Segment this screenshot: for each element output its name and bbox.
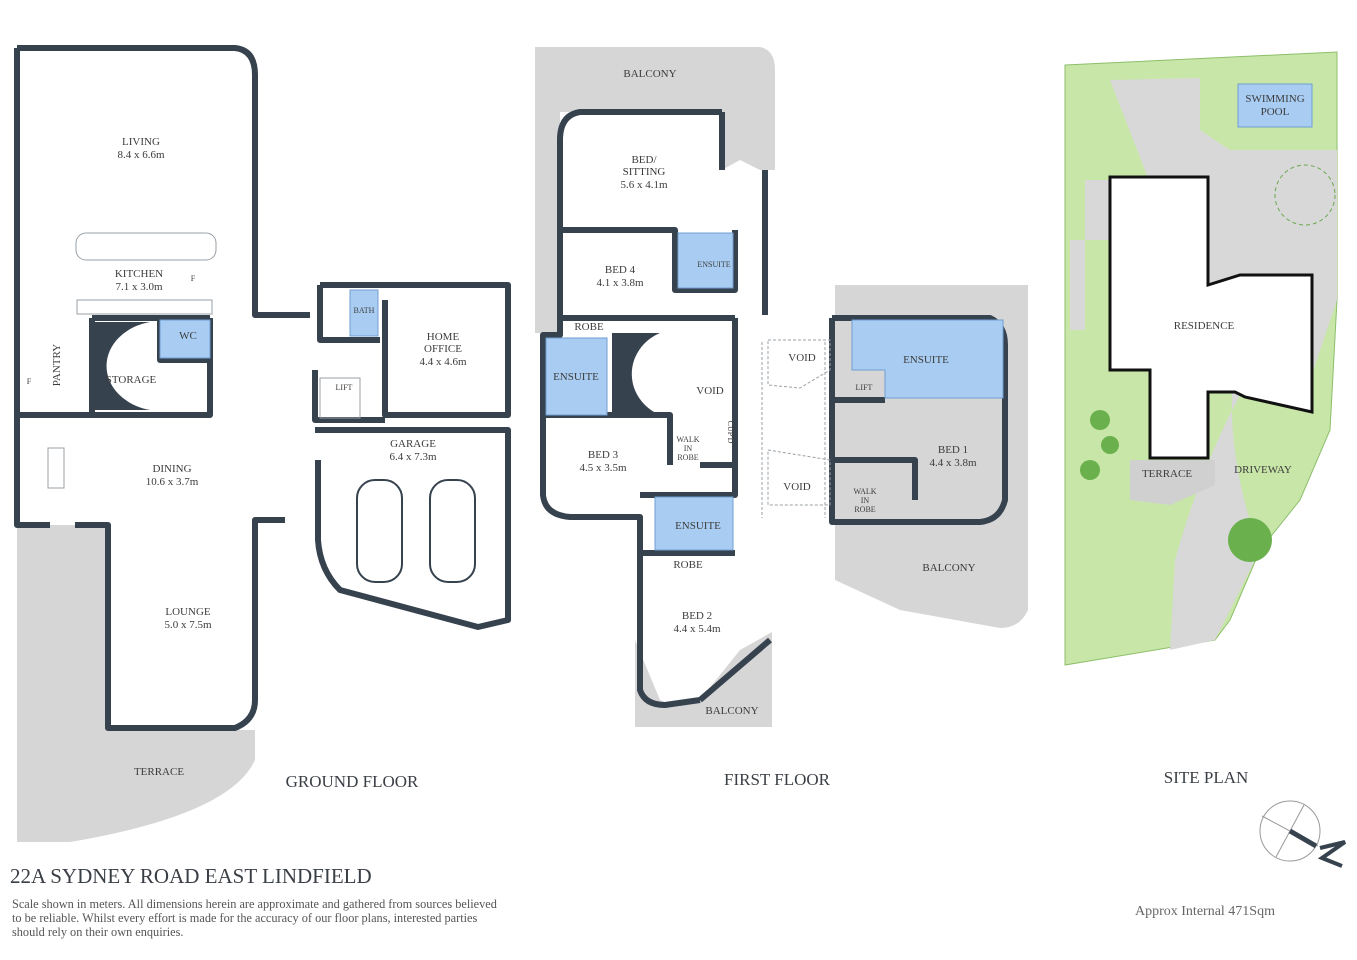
ensuite-bed1-tiles	[851, 319, 1004, 399]
swimming-pool	[1237, 83, 1313, 128]
kitchen-island	[75, 232, 217, 261]
room-label-ensuite-bed1: ENSUITE	[903, 354, 949, 366]
room-label-bed2: BED 2	[682, 610, 712, 622]
fireplace	[47, 447, 65, 489]
wc-tiles	[159, 319, 211, 359]
fridge-label: F	[27, 377, 32, 386]
room-label-bed3: BED 3	[588, 449, 619, 461]
room-dims-home-office: 4.4 x 4.6m	[419, 356, 467, 368]
room-dims-bed4: 4.1 x 3.8m	[596, 277, 644, 289]
pool-label: SWIMMING	[1245, 93, 1304, 105]
pool-label-2: POOL	[1261, 106, 1290, 118]
room-label-void-lower: VOID	[783, 481, 811, 493]
tree-icon	[1080, 460, 1100, 480]
room-label-walk-in-robe-3: ROBE	[677, 453, 698, 462]
room-label-home-office-2: OFFICE	[424, 343, 462, 355]
site-plan: SWIMMING POOL RESIDENCE TERRACE DRIVEWAY…	[1064, 51, 1338, 787]
room-label-void-upper: VOID	[788, 352, 816, 364]
room-label-home-office: HOME	[427, 331, 460, 343]
car-icon	[429, 479, 476, 583]
room-dims-living: 8.4 x 6.6m	[117, 149, 165, 161]
room-label-lift: LIFT	[336, 383, 353, 392]
stair-curve	[612, 333, 660, 415]
room-label-cupboard: CUP'D	[726, 421, 735, 444]
room-label-void: VOID	[696, 385, 724, 397]
tree-icon	[1090, 410, 1110, 430]
room-label-terrace: TERRACE	[134, 766, 184, 778]
room-label-robe-bed2: ROBE	[673, 559, 703, 571]
fridge-label: F	[191, 274, 196, 283]
car-icon	[356, 479, 403, 583]
residence-label: RESIDENCE	[1174, 320, 1235, 332]
ground-floor-plan: LIVING 8.4 x 6.6m KITCHEN 7.1 x 3.0m PAN…	[14, 45, 511, 842]
room-label-balcony: BALCONY	[623, 68, 676, 80]
room-dims-bed2: 4.4 x 5.4m	[673, 623, 721, 635]
balcony-bed2	[635, 632, 772, 727]
room-label-balcony-bed2: BALCONY	[705, 705, 758, 717]
terrace-area-site	[1130, 460, 1215, 505]
room-dims-bed3: 4.5 x 3.5m	[579, 462, 627, 474]
first-floor-walls	[540, 109, 772, 708]
tree-icon	[1101, 436, 1119, 454]
floor-label-first: FIRST FLOOR	[724, 770, 831, 789]
room-label-bed1: BED 1	[938, 444, 968, 456]
room-dims-garage: 6.4 x 7.3m	[389, 451, 437, 463]
first-floor-plan: BALCONY BED/ SITTING 5.6 x 4.1m BED 4 4.…	[535, 47, 1028, 789]
room-label-bath: BATH	[354, 306, 375, 315]
property-address: 22A SYDNEY ROAD EAST LINDFIELD	[10, 864, 372, 888]
room-label-walk-in-robe-bed1: WALK	[853, 487, 876, 496]
driveway-label: DRIVEWAY	[1234, 464, 1292, 476]
room-label-bed-sitting: BED/	[631, 154, 657, 166]
room-label-pantry: PANTRY	[51, 344, 63, 386]
room-label-garage: GARAGE	[390, 438, 436, 450]
ensuite-left-tiles	[545, 337, 608, 416]
room-label-walk-in-robe-bed1-2: IN	[861, 496, 870, 505]
room-label-walk-in-robe-2: IN	[684, 444, 693, 453]
room-label-robe: ROBE	[574, 321, 604, 333]
approx-internal-area: Approx Internal 471Sqm	[1135, 904, 1275, 919]
room-label-ensuite-bed3: ENSUITE	[675, 520, 721, 532]
room-label-kitchen: KITCHEN	[115, 268, 163, 280]
terrace-area	[17, 525, 255, 842]
room-label-lift-ff: LIFT	[856, 383, 873, 392]
north-arrow-icon	[1259, 800, 1347, 868]
bath-tiles	[349, 289, 379, 337]
floor-label-ground: GROUND FLOOR	[286, 772, 419, 791]
room-label-balcony-bed1: BALCONY	[922, 562, 975, 574]
room-dims-lounge: 5.0 x 7.5m	[164, 619, 212, 631]
terrace-label-site: TERRACE	[1142, 468, 1192, 480]
room-label-bed4: BED 4	[605, 264, 636, 276]
storage-curve	[95, 322, 150, 410]
lift-shaft	[319, 377, 361, 419]
room-label-ensuite: ENSUITE	[553, 371, 599, 383]
void-outline	[761, 339, 831, 518]
ensuite-bed4-tiles	[677, 232, 734, 289]
ensuite-bed3-tiles	[654, 496, 734, 551]
room-dims-bed-sitting: 5.6 x 4.1m	[620, 179, 668, 191]
disclaimer-text: Scale shown in meters. All dimensions he…	[12, 897, 497, 939]
room-label-lounge: LOUNGE	[165, 606, 210, 618]
floor-label-site: SITE PLAN	[1164, 768, 1249, 787]
ground-floor-walls	[14, 45, 310, 731]
room-label-bed-sitting-2: SITTING	[623, 166, 666, 178]
room-label-dining: DINING	[152, 463, 191, 475]
residence-footprint	[1108, 175, 1314, 460]
room-label-wc: WC	[179, 330, 197, 342]
room-label-living: LIVING	[122, 136, 160, 148]
room-dims-bed1: 4.4 x 3.8m	[929, 457, 977, 469]
tree-icon	[1274, 164, 1336, 226]
room-label-storage: STORAGE	[106, 374, 157, 386]
room-label-walk-in-robe-bed1-3: ROBE	[854, 505, 875, 514]
kitchen-bench	[76, 299, 213, 315]
side-path	[1070, 180, 1110, 330]
room-dims-kitchen: 7.1 x 3.0m	[115, 281, 163, 293]
room-dims-dining: 10.6 x 3.7m	[146, 476, 199, 488]
room-label-walk-in-robe: WALK	[676, 435, 699, 444]
room-label-ensuite-bed4: ENSUITE	[697, 260, 730, 269]
tree-icon	[1228, 518, 1272, 562]
